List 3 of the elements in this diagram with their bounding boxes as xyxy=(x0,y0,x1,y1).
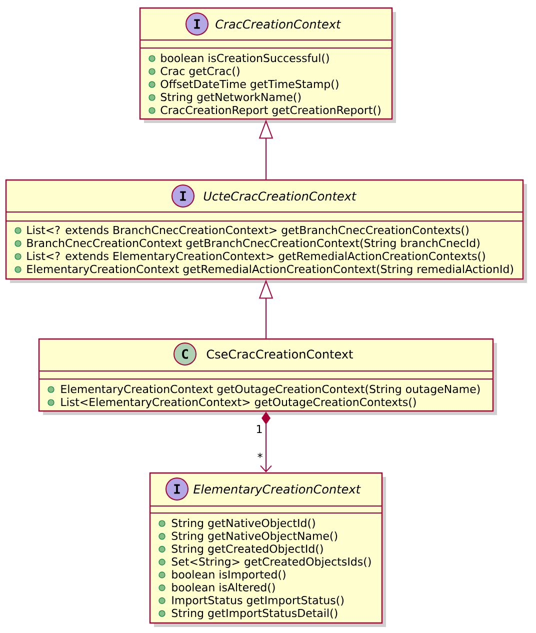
multiplicity-label: 1 xyxy=(257,425,262,433)
composition-arrow xyxy=(260,412,272,472)
multiplicity-label: * xyxy=(258,452,262,458)
